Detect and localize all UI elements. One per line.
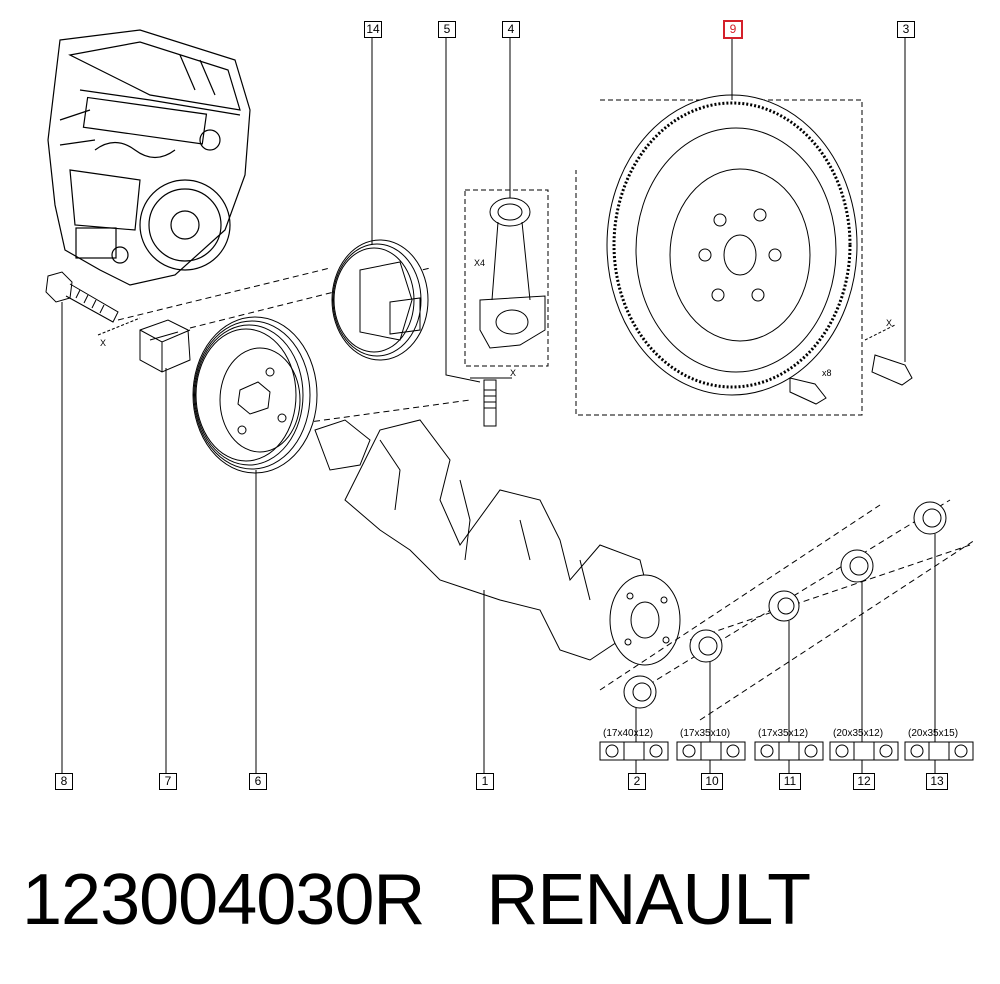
crank-sprocket-key bbox=[139, 319, 191, 774]
connecting-rod-quantity: X4 bbox=[474, 258, 486, 268]
flywheel-torque-mark: X bbox=[886, 318, 893, 328]
rod-bolt-torque-mark: X bbox=[510, 368, 517, 378]
callout-9[interactable]: 9 bbox=[723, 20, 743, 39]
engine-thumbnail bbox=[47, 29, 251, 286]
bearing-spec-11: (17x35x12) bbox=[758, 728, 809, 739]
crankshaft bbox=[314, 419, 681, 774]
callout-12[interactable]: 12 bbox=[853, 773, 875, 790]
callout-2[interactable]: 2 bbox=[628, 773, 646, 790]
callout-1[interactable]: 1 bbox=[476, 773, 494, 790]
bearing-spec-2: (17x40x12) bbox=[603, 728, 654, 739]
part-number: 123004030R bbox=[22, 860, 425, 940]
callout-6[interactable]: 6 bbox=[249, 773, 267, 790]
callout-13[interactable]: 13 bbox=[926, 773, 948, 790]
callout-11[interactable]: 11 bbox=[779, 773, 801, 790]
callout-4[interactable]: 4 bbox=[502, 21, 520, 38]
callout-7[interactable]: 7 bbox=[159, 773, 177, 790]
callout-10[interactable]: 10 bbox=[701, 773, 723, 790]
bearing-spec-13: (20x35x15) bbox=[908, 728, 959, 739]
bearing-spec-10: (17x35x10) bbox=[680, 728, 731, 739]
callout-14[interactable]: 14 bbox=[364, 21, 382, 38]
crankshaft-hub bbox=[331, 33, 429, 361]
pilot-bearing-13 bbox=[913, 501, 947, 774]
flywheel-bolt-quantity: x8 bbox=[822, 368, 832, 378]
pilot-bearing-12 bbox=[840, 549, 874, 774]
brand-name: RENAULT bbox=[486, 860, 811, 940]
crank-pulley-bolt bbox=[45, 271, 141, 774]
callout-5[interactable]: 5 bbox=[438, 21, 456, 38]
connecting-rod-bolt bbox=[445, 33, 512, 427]
callout-3[interactable]: 3 bbox=[897, 21, 915, 38]
bearing-spec-12: (20x35x12) bbox=[833, 728, 884, 739]
bolt-torque-mark: X bbox=[100, 338, 107, 348]
connecting-rod bbox=[464, 33, 549, 367]
dual-mass-flywheel bbox=[575, 38, 863, 416]
bearing-spec-boxes bbox=[599, 741, 974, 761]
callout-8[interactable]: 8 bbox=[55, 773, 73, 790]
flywheel-bolt bbox=[789, 33, 913, 405]
footer-caption: 123004030R RENAULT bbox=[22, 858, 811, 942]
crankshaft-pulley bbox=[192, 316, 318, 774]
pilot-bearing-2 bbox=[623, 675, 657, 774]
